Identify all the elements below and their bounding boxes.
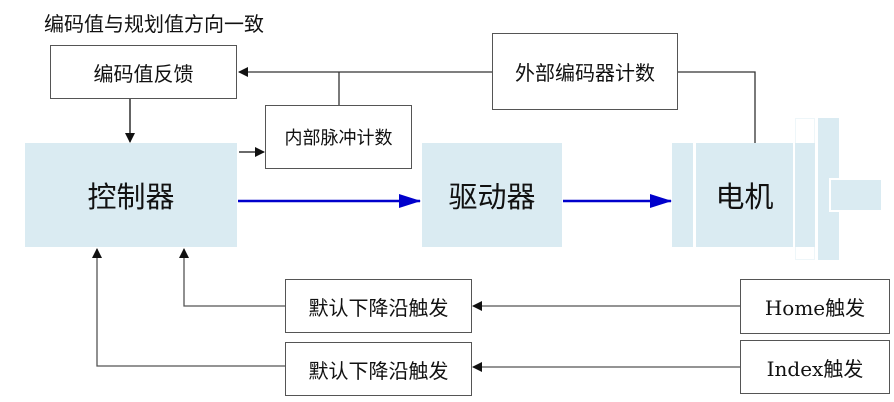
encoder-feedback-label: 编码值反馈 — [93, 61, 194, 86]
motor-back-cap — [672, 143, 693, 247]
controller-block: 控制器 — [25, 143, 237, 247]
home-trigger-label: Home触发 — [764, 296, 866, 320]
arrow-default-index-to-controller — [92, 248, 285, 367]
encoder-feedback-box: 编码值反馈 — [50, 45, 237, 99]
default-falling-edge-home-box: 默认下降沿触发 — [285, 279, 472, 333]
motor-front-plate — [818, 118, 839, 260]
motor-label: 电机 — [715, 180, 774, 214]
internal-pulse-count-label: 内部脉冲计数 — [284, 128, 393, 149]
default-falling-edge-index-box: 默认下降沿触发 — [285, 342, 472, 396]
motor-shaft — [829, 178, 883, 212]
default-falling-edge-home-label: 默认下降沿触发 — [308, 295, 449, 320]
diagram-caption: 编码值与规划值方向一致 — [44, 12, 264, 36]
controller-label: 控制器 — [87, 180, 175, 214]
driver-label: 驱动器 — [448, 180, 536, 214]
arrow-default-home-to-controller — [179, 248, 285, 307]
home-trigger-box: Home触发 — [740, 279, 890, 334]
external-encoder-count-label: 外部编码器计数 — [515, 61, 655, 85]
external-encoder-count-box: 外部编码器计数 — [492, 33, 678, 110]
motor-body: 电机 — [696, 143, 793, 247]
wire-motor-to-external-count — [678, 71, 756, 143]
index-trigger-label: Index触发 — [766, 356, 864, 381]
index-trigger-box: Index触发 — [740, 340, 890, 394]
motor-flange — [795, 143, 815, 247]
driver-block: 驱动器 — [422, 143, 562, 247]
internal-pulse-count-box: 内部脉冲计数 — [265, 105, 412, 169]
default-falling-edge-index-label: 默认下降沿触发 — [308, 358, 449, 383]
